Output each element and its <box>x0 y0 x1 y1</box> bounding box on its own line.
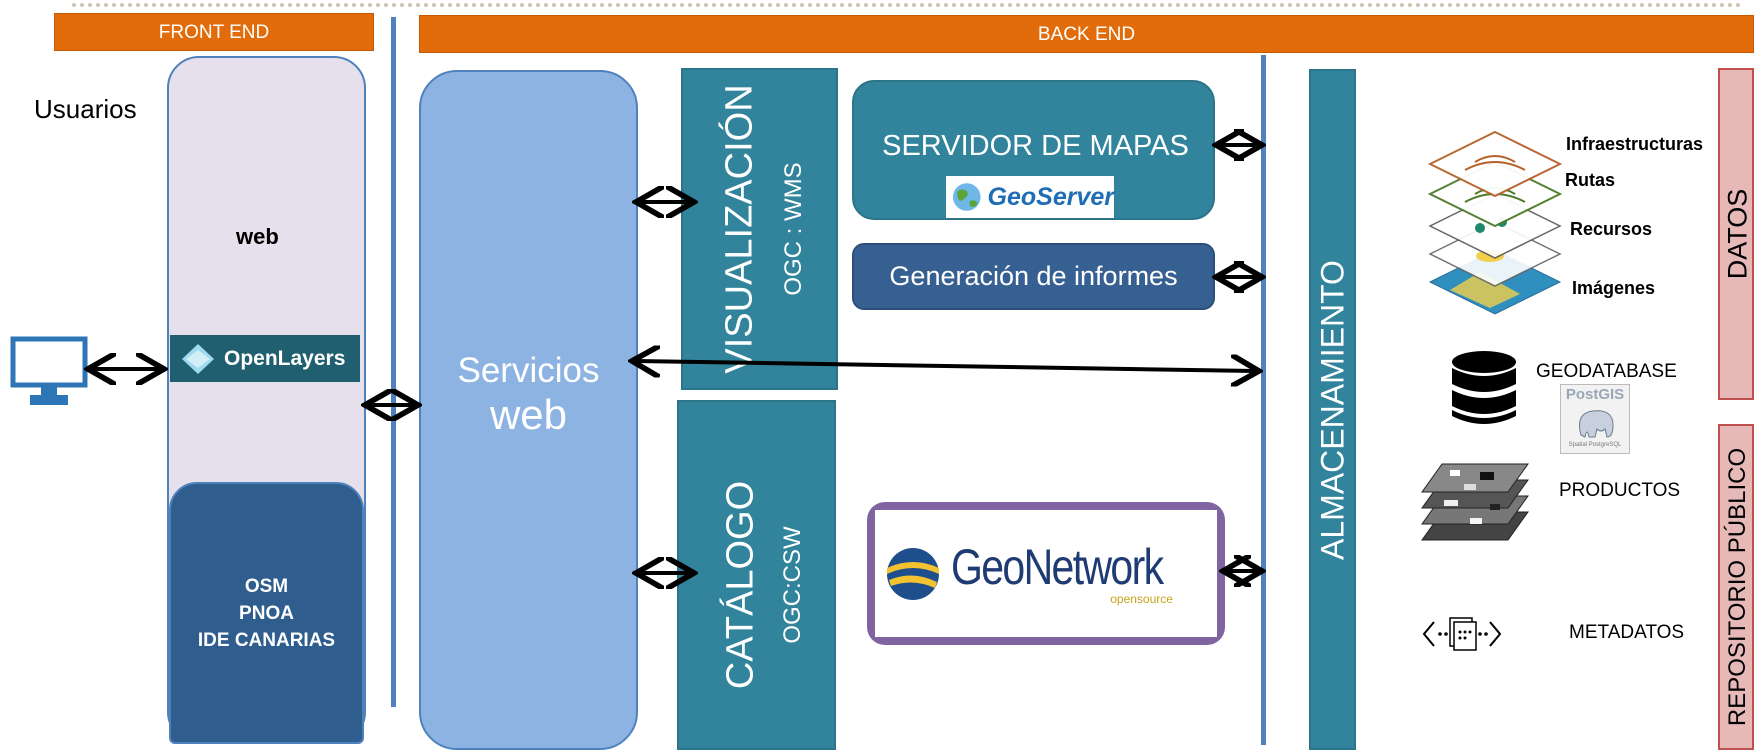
public-repository-label: REPOSITORIO PÚBLICO <box>1724 447 1751 727</box>
openlayers-diamond-icon <box>182 343 214 374</box>
elephant-icon <box>1579 410 1614 438</box>
report-generation-label: Generación de informes <box>889 261 1178 291</box>
geonetwork-logo: GeoNetwork opensource <box>875 510 1217 637</box>
geonetwork-box: GeoNetwork opensource <box>867 502 1225 645</box>
postgis-text: PostGIS <box>1565 386 1625 403</box>
globe-icon <box>952 183 981 211</box>
postgis-sub: Spatial PostgreSQL <box>1568 442 1622 448</box>
web-services-line2: web <box>489 391 568 438</box>
front-end-header: FRONT END <box>54 13 374 51</box>
map-server-title: SERVIDOR DE MAPAS <box>882 130 1189 162</box>
layer-infraestructuras: Infraestructuras <box>1566 134 1704 154</box>
visualization-panel: VISUALIZACIÓN OGC : WMS <box>681 68 838 390</box>
datos-panel: DATOS <box>1718 68 1754 400</box>
back-end-label: BACK END <box>1037 24 1136 45</box>
database-icon <box>1450 350 1518 428</box>
web-services-line1: Servicios <box>457 351 600 390</box>
web-services-box: Servicios web <box>419 70 638 750</box>
top-dotted-divider <box>72 3 1742 7</box>
layer-imagenes: Imágenes <box>1572 278 1656 298</box>
postgis-logo: PostGIS Spatial PostgreSQL <box>1560 384 1630 454</box>
front-end-label: FRONT END <box>158 22 270 43</box>
metadata-label: METADATOS <box>1569 622 1685 643</box>
public-repository-panel: REPOSITORIO PÚBLICO <box>1718 424 1754 750</box>
map-server-box: SERVIDOR DE MAPAS GeoServer <box>852 80 1215 220</box>
geonetwork-globe-icon <box>887 547 940 600</box>
layer-recursos: Recursos <box>1570 219 1653 239</box>
basemap-ide-canarias: IDE CANARIAS <box>197 629 336 651</box>
openlayers-text: OpenLayers <box>224 346 346 370</box>
geoserver-text: GeoServer <box>987 182 1114 211</box>
raster-products-icon <box>1420 462 1530 554</box>
back-end-header: BACK END <box>419 15 1754 53</box>
datos-label: DATOS <box>1722 188 1753 280</box>
geodatabase-label: GEODATABASE <box>1536 361 1677 382</box>
basemap-osm: OSM <box>244 575 289 597</box>
arrow-services-storage <box>636 361 1255 371</box>
frontend-backend-divider <box>391 17 396 707</box>
layers-stack-icon <box>1420 122 1570 332</box>
basemaps-box: OSM PNOA IDE CANARIAS <box>169 482 364 744</box>
web-client-label: web <box>236 224 279 249</box>
openlayers-logo: OpenLayers <box>170 335 360 382</box>
geonetwork-sub: opensource <box>1110 591 1173 606</box>
basemap-pnoa: PNOA <box>239 602 294 624</box>
monitor-icon <box>10 336 88 408</box>
report-generation-box: Generación de informes <box>852 243 1215 310</box>
storage-panel: ALMACENAMIENTO <box>1309 69 1356 750</box>
geoserver-logo: GeoServer <box>946 176 1114 218</box>
storage-bus-line <box>1261 55 1266 745</box>
layer-rutas: Rutas <box>1565 170 1616 190</box>
products-label: PRODUCTOS <box>1559 480 1681 501</box>
metadata-code-icon <box>1422 612 1502 656</box>
users-label: Usuarios <box>34 94 137 124</box>
geonetwork-text: GeoNetwork <box>951 538 1164 595</box>
